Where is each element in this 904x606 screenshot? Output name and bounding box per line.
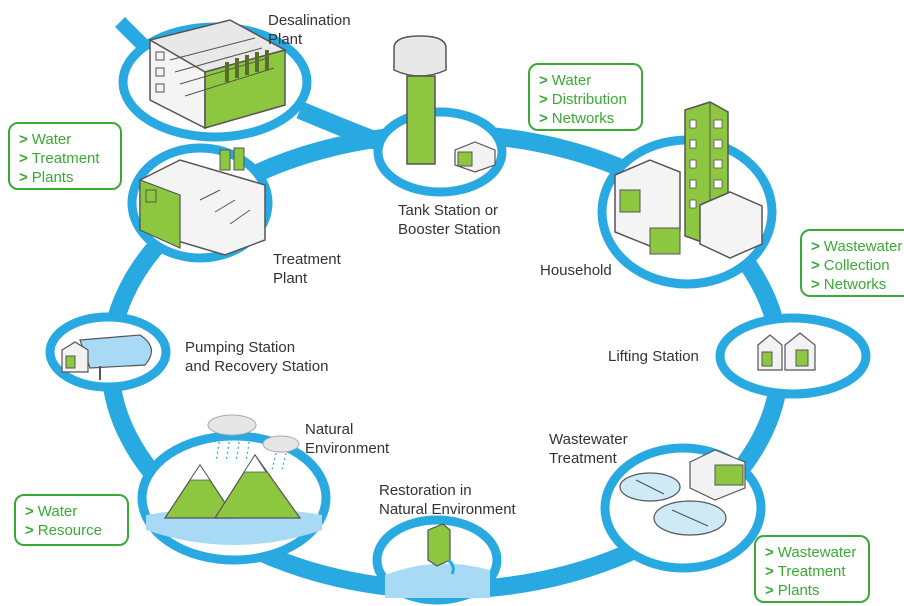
label-tank-station: Tank Station or Booster Station — [398, 202, 501, 238]
arrow-icon: > — [765, 582, 774, 599]
arrow-icon: > — [19, 150, 28, 167]
callout-wastewater-collection-networks: >Wastewater >Collection >Networks — [800, 229, 904, 297]
station-lifting — [715, 313, 871, 399]
label-desalination-plant: Desalination Plant — [268, 12, 351, 48]
station-pumping — [45, 312, 171, 392]
station-household — [597, 101, 777, 289]
callout-water-treatment-plants: >Water >Treatment >Plants — [8, 122, 122, 190]
arrow-icon: > — [539, 110, 548, 127]
arrow-icon: > — [811, 276, 820, 293]
station-desalination — [118, 19, 312, 142]
settling-tank-icon — [619, 449, 746, 536]
arrow-icon: > — [811, 238, 820, 255]
callout-water-distribution-networks: >Water >Distribution >Networks — [528, 63, 643, 131]
arrow-icon: > — [539, 91, 548, 108]
outfall-icon — [385, 523, 490, 598]
label-lifting-station: Lifting Station — [608, 348, 699, 365]
label-wastewater-treatment: Wastewater Treatment — [549, 431, 628, 467]
label-treatment-plant: Treatment Plant — [273, 251, 341, 287]
arrow-icon: > — [811, 257, 820, 274]
factory-icon — [139, 147, 266, 256]
label-restoration: Restoration in Natural Environment — [379, 482, 516, 518]
callout-water-resource: >Water >Resource — [14, 494, 129, 546]
station-wastewater — [600, 443, 766, 573]
arrow-icon: > — [25, 503, 34, 520]
station-tank — [373, 35, 507, 197]
station-treatment — [127, 143, 273, 263]
arrow-icon: > — [765, 563, 774, 580]
desalination-plant-icon — [148, 19, 287, 130]
station-natural — [137, 414, 331, 565]
label-household: Household — [540, 262, 612, 279]
station-restoration — [372, 515, 502, 605]
callout-wastewater-treatment-plants: >Wastewater >Treatment >Plants — [754, 535, 870, 603]
small-house-icon — [757, 332, 816, 371]
arrow-icon: > — [765, 544, 774, 561]
label-pumping-station: Pumping Station and Recovery Station — [185, 339, 329, 375]
arrow-icon: > — [19, 131, 28, 148]
arrow-icon: > — [19, 169, 28, 186]
water-tower-icon — [393, 35, 496, 173]
mountains-rain-icon — [146, 414, 322, 545]
pool-icon — [61, 334, 152, 380]
arrow-icon: > — [25, 522, 34, 539]
arrow-icon: > — [539, 72, 548, 89]
label-natural-environment: Natural Environment — [305, 421, 390, 457]
buildings-icon — [614, 101, 763, 259]
